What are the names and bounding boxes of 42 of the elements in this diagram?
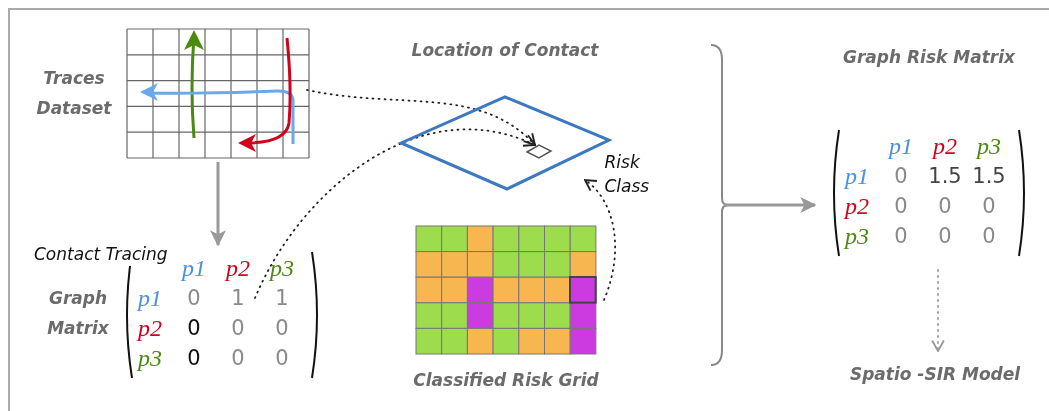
matrix-header: p1: [886, 134, 914, 158]
diagram-heading: Classified Risk Grid: [412, 369, 600, 392]
dotted-arrow: [931, 269, 945, 352]
matrix-header: p2: [930, 134, 958, 158]
matrix-header: p2: [223, 256, 251, 280]
matrix-header: p3: [135, 346, 163, 370]
matrix-entry: 0: [186, 316, 202, 340]
matrix-header: p2: [135, 316, 163, 340]
diagram-heading: Location of Contact: [410, 39, 600, 62]
matrix-entry: 1.5: [927, 164, 963, 188]
matrix-entry: 0: [893, 164, 909, 188]
dotted-arrow: [306, 89, 536, 146]
matrix-entry: 0: [186, 286, 202, 310]
matrix-entry: 1: [274, 286, 290, 310]
matrix-entry: 0: [893, 224, 909, 248]
dotted-arrow: [584, 179, 616, 301]
matrix-entry: 0: [937, 194, 953, 218]
matrix-header: p1: [842, 164, 870, 188]
matrix-entry: 1.5: [971, 164, 1007, 188]
matrix-header: p1: [179, 256, 207, 280]
arrow: [724, 197, 817, 213]
diagram-heading: Graph Risk Matrix: [842, 46, 1016, 69]
matrix-header: p2: [842, 194, 870, 218]
matrix-entry: 0: [981, 224, 997, 248]
diagram-heading: Traces Dataset: [35, 67, 113, 120]
matrix-entry: 0: [937, 224, 953, 248]
matrix-entry: 1: [230, 286, 246, 310]
matrix-header: p1: [135, 286, 163, 310]
diagram-heading: Graph Matrix: [46, 287, 110, 340]
matrix-entry: 0: [230, 346, 246, 370]
matrix-header: p3: [842, 224, 870, 248]
matrix-entry: 0: [230, 316, 246, 340]
arrow: [210, 162, 226, 247]
matrix-entry: 0: [981, 194, 997, 218]
diagram-heading: Spatio -SIR Model: [848, 363, 1022, 386]
dotted-arrow: [254, 128, 536, 299]
matrix-entry: 0: [274, 346, 290, 370]
matrix-header: p3: [974, 134, 1002, 158]
matrix-entry: 0: [274, 316, 290, 340]
matrix-entry: 0: [186, 346, 202, 370]
matrix-header: p3: [267, 256, 295, 280]
matrix-entry: 0: [893, 194, 909, 218]
